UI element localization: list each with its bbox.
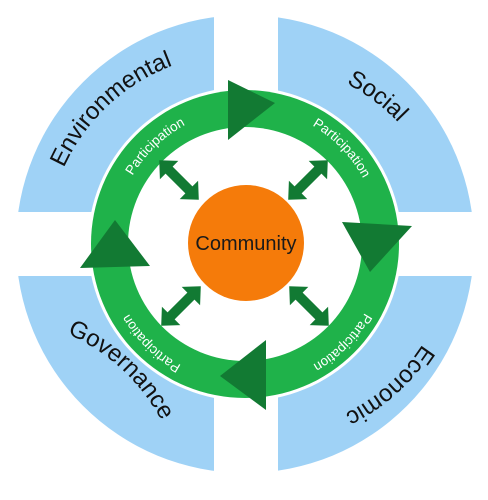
community-circle [188, 185, 304, 301]
ring-arrowheads [80, 80, 412, 410]
ring-arrowhead-bottom-icon [220, 340, 266, 410]
ring-arrowhead-right-icon [342, 222, 412, 272]
spoke-arrow-bottom-right-icon [289, 286, 329, 326]
ring-arrowhead-left-icon [80, 220, 150, 268]
spoke-arrow-top-right-icon [288, 160, 328, 200]
community-label: Community [195, 233, 296, 255]
ring-arrowhead-top-icon [228, 80, 275, 140]
spoke-arrows [159, 160, 329, 326]
spoke-arrow-top-left-icon [159, 160, 199, 200]
spoke-arrow-bottom-left-icon [161, 286, 201, 326]
